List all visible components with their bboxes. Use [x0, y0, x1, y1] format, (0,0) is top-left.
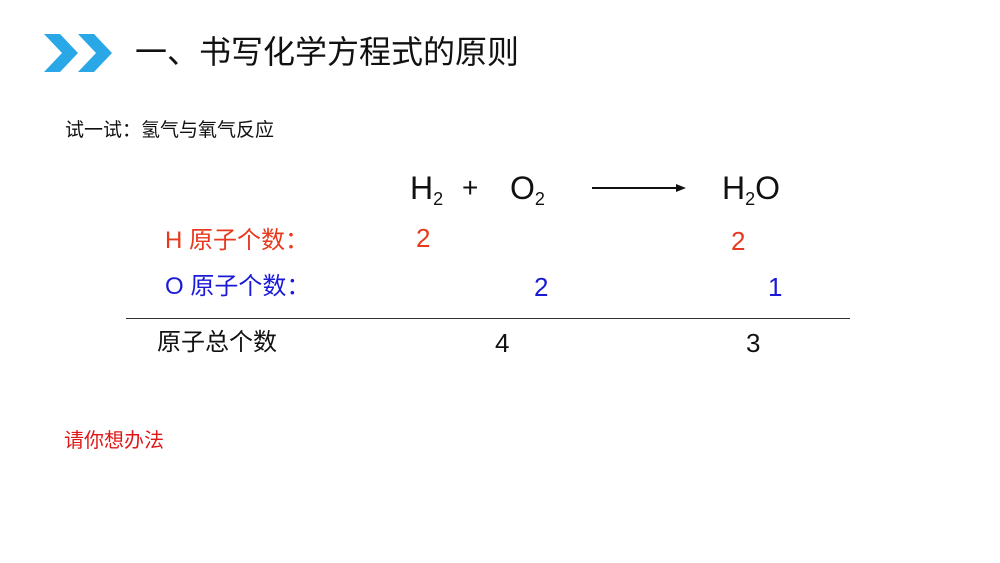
- total-right-count: 3: [746, 328, 761, 358]
- hydrogen-count-label: H 原子个数：: [165, 227, 309, 254]
- hydrogen-right-count: 2: [731, 226, 746, 256]
- exercise-prompt: 试一试：氢气与氧气反应: [65, 120, 275, 141]
- page-title: 一、书写化学方程式的原则: [135, 34, 520, 70]
- reactant-oxygen: O2: [510, 170, 545, 209]
- double-chevron-right-icon: [44, 34, 112, 72]
- oxygen-left-count: 2: [534, 272, 549, 302]
- product-water: H2O: [722, 170, 781, 209]
- reactant-hydrogen: H2: [410, 170, 444, 209]
- plus-sign: +: [462, 172, 479, 203]
- oxygen-count-label: O 原子个数：: [165, 273, 311, 300]
- hint-text: 请你想办法: [64, 430, 164, 452]
- hydrogen-left-count: 2: [416, 223, 431, 253]
- oxygen-right-count: 1: [768, 272, 783, 302]
- total-left-count: 4: [495, 328, 510, 358]
- arrow-right-icon: [592, 184, 686, 192]
- total-atoms-label: 原子总个数: [157, 329, 277, 356]
- divider-line: [126, 318, 850, 319]
